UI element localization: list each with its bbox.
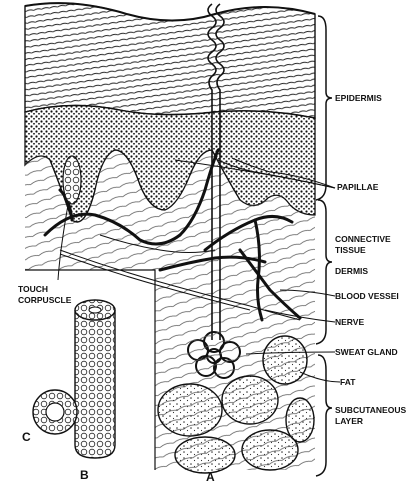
label-sweat-gland: SWEAT GLAND <box>335 347 398 358</box>
label-papillae: PAPILLAE <box>337 182 378 193</box>
epidermis-layer <box>25 3 315 118</box>
figure-letter-a: A <box>206 470 215 484</box>
label-fat: FAT <box>340 377 355 388</box>
hair-cross-section-illustration <box>33 390 77 434</box>
label-connective-tissue: CONNECTIVE TISSUE <box>335 234 391 256</box>
label-touch-corpuscle: TOUCH CORPUSCLE <box>18 284 71 306</box>
hair-shaft-illustration <box>75 300 115 458</box>
figure-letter-c: C <box>22 430 31 444</box>
label-epidermis: EPIDERMIS <box>335 93 382 104</box>
label-dermis: DERMIS <box>335 266 368 277</box>
label-subcutaneous-layer: SUBCUTANEOUS LAYER <box>335 405 406 427</box>
fat-lobules <box>155 330 315 473</box>
touch-corpuscle-shape <box>63 156 81 204</box>
figure-letter-b: B <box>80 468 89 482</box>
label-nerve: NERVE <box>335 317 364 328</box>
layer-brackets <box>316 16 332 476</box>
label-blood-vessel: BLOOD VESSEI <box>335 291 399 302</box>
